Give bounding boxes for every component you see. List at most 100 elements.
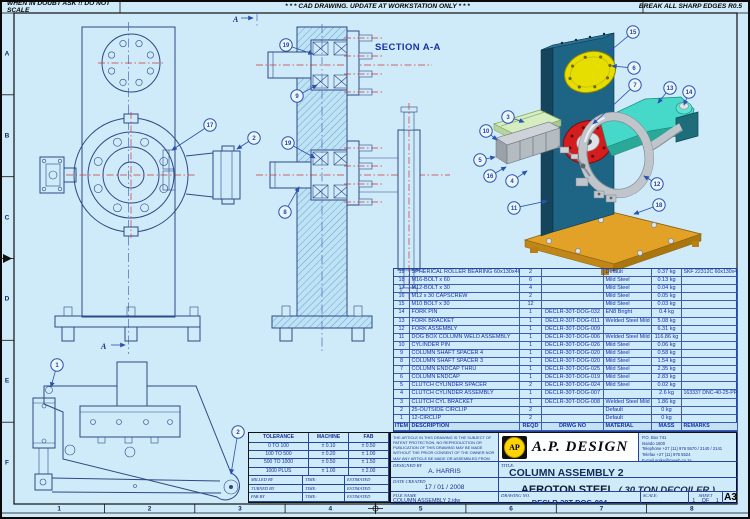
time-label: TIME:: [303, 493, 345, 502]
parts-cell: 9: [394, 349, 410, 359]
balloon-leader: [293, 145, 316, 159]
parts-cell: [682, 277, 738, 286]
time-label: TIME:: [303, 484, 345, 494]
balloon-item-4: [505, 174, 519, 188]
balloon-label: 14: [686, 90, 693, 96]
tolerance-machine: ± 0.50: [309, 459, 349, 468]
zone-number: 1: [57, 505, 61, 512]
parts-cell: DECLR-30T-DOG-025: [542, 366, 604, 375]
time-who: TURNED BY: [249, 484, 303, 494]
address-line: Telephone +27 (11) 976 5570 / 2140 / 214…: [642, 446, 723, 452]
parts-cell: 1: [520, 390, 542, 399]
parts-cell: DECLR-30T-DOG-020: [542, 349, 604, 359]
parts-cell: DECLR-30T-DOG-020: [542, 358, 604, 367]
parts-cell: 19: [394, 269, 410, 278]
parts-cell: DECLR-30T-DOG-006: [542, 333, 604, 342]
parts-header-cell: ITEM: [394, 422, 410, 431]
format-cell: A3: [723, 492, 738, 504]
balloon-label: 5: [478, 158, 482, 164]
balloon-leader: [236, 141, 249, 150]
balloon-item-11: [507, 201, 521, 215]
company-name: A.P. DESIGN: [532, 438, 629, 455]
parts-cell: 1: [520, 317, 542, 326]
sheet-total: 1: [715, 498, 719, 504]
time-label: TIME:: [303, 476, 345, 485]
zone-number: 8: [690, 505, 694, 512]
parts-cell: 0.06 kg: [652, 341, 682, 350]
parts-cell: 14: [394, 309, 410, 318]
parts-cell: 12: [394, 325, 410, 334]
address-line: Isando 1600: [642, 440, 666, 446]
date-cell: DATE CREATED 17 / 01 / 2008: [391, 478, 499, 492]
section-cut-label-bottom: A: [100, 342, 107, 351]
parts-cell: DECLR-30T-DOG-024: [542, 382, 604, 391]
parts-cell: [682, 382, 738, 391]
parts-cell: COLUMN SHAFT SPACER 3: [410, 358, 520, 367]
customer-project: ( 30 TON DECOILER ): [618, 485, 716, 492]
balloon-label: 6: [632, 66, 636, 72]
balloon-leader: [683, 97, 688, 106]
parts-cell: Mild Steel: [604, 341, 652, 350]
parts-cell: 18: [394, 277, 410, 286]
sheet-of: OF: [701, 498, 710, 504]
balloon-label: 7: [633, 83, 637, 89]
balloon-label: 11: [511, 206, 518, 212]
parts-cell: [682, 374, 738, 383]
parts-cell: DECLR-30T-DOG-019: [542, 374, 604, 383]
title-label: TITLE:: [501, 463, 515, 468]
tolerance-fab: ± 0.50: [349, 442, 389, 451]
front-view: A A: [39, 12, 258, 354]
parts-cell: DOG BOX COLUMN WELD ASSEMBLY: [410, 333, 520, 342]
parts-header-cell: DRWG NO: [542, 422, 604, 431]
balloon-item-5: [473, 153, 487, 167]
parts-cell: 1: [520, 333, 542, 342]
parts-cell: Mild Steel: [604, 374, 652, 383]
parts-cell: [682, 414, 738, 423]
balloon-item-19: [281, 136, 295, 150]
parts-cell: [542, 406, 604, 415]
balloon-item-6: [627, 61, 641, 75]
balloon-leader: [633, 206, 654, 215]
balloon-item-16: [483, 169, 497, 183]
balloon-label: 4: [510, 179, 514, 185]
zone-letter: E: [4, 377, 10, 385]
parts-cell: 1: [394, 414, 410, 423]
parts-cell: 2: [520, 406, 542, 415]
parts-cell: 0.04 kg: [652, 285, 682, 294]
parts-cell: Welded Steel Mild: [604, 398, 652, 407]
parts-cell: [682, 285, 738, 294]
parts-cell: [542, 285, 604, 294]
parts-cell: 2.6 kg: [652, 390, 682, 399]
parts-cell: 2: [394, 406, 410, 415]
parts-cell: [682, 309, 738, 318]
balloon-label: 1: [55, 363, 59, 369]
parts-cell: COLUMN ENDCAP THRU: [410, 366, 520, 375]
parts-cell: M12-BOLT x 30: [410, 285, 520, 294]
title-cell: TITLE: COLUMN ASSEMBLY 2: [499, 462, 738, 478]
iso-base-plate: [523, 211, 703, 275]
parts-cell: CLUTCH CYL BRACKET: [410, 398, 520, 407]
parts-cell: DECLR-30T-DOG-011: [542, 317, 604, 326]
address-line: Telefax +27 (11) 976 5524: [642, 452, 691, 458]
parts-cell: 17: [394, 285, 410, 294]
parts-cell: 25-OUTSIDE CIRCLIP: [410, 406, 520, 415]
parts-cell: 0.58 kg: [652, 349, 682, 359]
parts-cell: 0.05 kg: [652, 293, 682, 302]
tolerance-header-cell: MACHINE: [309, 433, 349, 443]
parts-cell: [682, 325, 738, 334]
balloon-label: 19: [283, 43, 290, 49]
parts-cell: [682, 341, 738, 350]
balloon-item-12: [650, 177, 664, 191]
file-name-value: COLUMN ASSEMBLY 2.idw: [393, 498, 461, 504]
left-centering-mark: [3, 254, 12, 263]
parts-cell: DECLR-30T-DOG-007: [542, 390, 604, 399]
title-block: THE ARTICLE IN THIS DRAWING IS THE SUBJE…: [390, 432, 738, 504]
